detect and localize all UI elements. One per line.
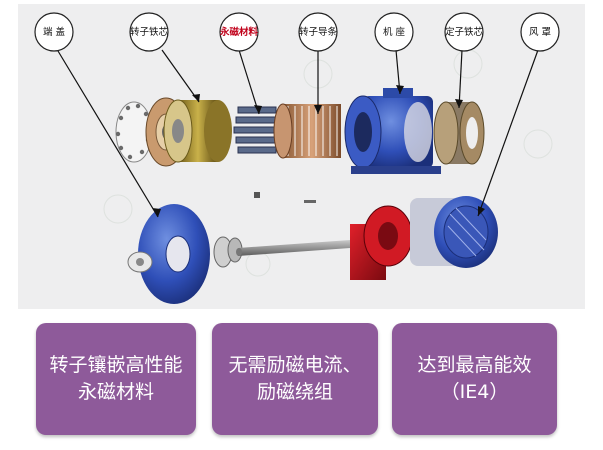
callout-stator-core: 定子铁芯: [444, 12, 484, 52]
feature-box-efficiency: 达到最高能效（IE4）: [392, 323, 557, 435]
shaft-part: [236, 238, 378, 256]
callout-rotor-bars: 转子导条: [298, 12, 338, 52]
svg-text:永磁材料: 永磁材料: [219, 26, 259, 38]
svg-text:风 罩: 风 罩: [529, 27, 551, 38]
callout-fan-cover: 风 罩: [520, 12, 560, 52]
rotor-bars-part: [273, 103, 341, 159]
callout-end-cap: 端 盖: [34, 12, 74, 52]
feature-box-no-excitation: 无需励磁电流、励磁绕组: [212, 323, 378, 435]
callout-permanent-magnet: 永磁材料: [219, 12, 259, 52]
magnet-part: [233, 106, 277, 154]
svg-text:机 座: 机 座: [383, 26, 406, 38]
svg-text:转子铁芯: 转子铁芯: [130, 26, 169, 38]
motor-exploded-diagram: 端 盖 转子铁芯 永磁材料 转子导条 机 座 定子铁芯 风 罩: [18, 4, 585, 309]
fan-cover-part: [410, 196, 498, 268]
leader-lines: [57, 49, 539, 218]
svg-text:端 盖: 端 盖: [43, 26, 66, 38]
fan-part: [350, 205, 413, 280]
feature-text-magnet: 转子镶嵌高性能永磁材料: [49, 354, 183, 403]
feature-box-magnet: 转子镶嵌高性能永磁材料: [36, 323, 196, 435]
end-cap-part: [127, 204, 210, 304]
bolt-ring-part: [115, 101, 153, 163]
svg-text:定子铁芯: 定子铁芯: [445, 26, 484, 38]
stator-core-part: [433, 101, 485, 165]
rotor-core-part: [163, 99, 232, 163]
svg-text:转子导条: 转子导条: [299, 26, 338, 38]
callout-rotor-core: 转子铁芯: [129, 12, 169, 52]
feature-text-efficiency: 达到最高能效（IE4）: [417, 354, 532, 403]
frame-part: [344, 88, 441, 174]
callout-frame: 机 座: [374, 12, 414, 52]
feature-text-no-excitation: 无需励磁电流、励磁绕组: [228, 354, 362, 403]
